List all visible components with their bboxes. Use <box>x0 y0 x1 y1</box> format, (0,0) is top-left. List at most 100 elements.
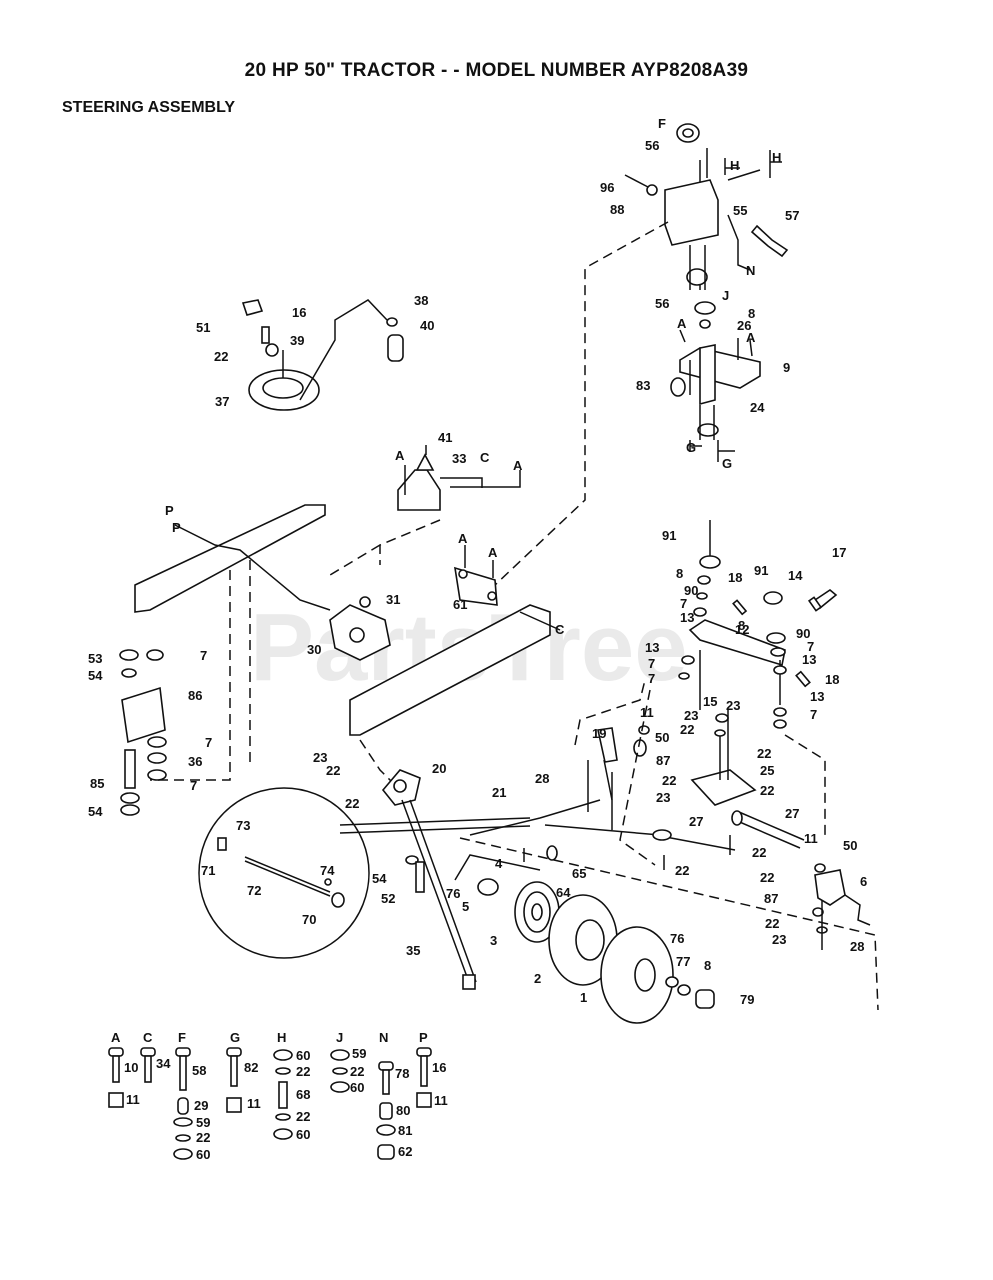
letter-J: J <box>722 288 729 303</box>
callout-79: 79 <box>740 992 754 1007</box>
legend-G-82: 82 <box>244 1060 258 1075</box>
right-linkage <box>678 520 838 840</box>
letter-A6: A <box>488 545 498 560</box>
callout-21: 21 <box>492 785 506 800</box>
callout-13d: 13 <box>810 689 824 704</box>
center-pivot <box>574 679 757 866</box>
callout-27a: 27 <box>785 806 799 821</box>
legend-J-60: 60 <box>350 1080 364 1095</box>
callout-23e: 23 <box>772 932 786 947</box>
callout-23b: 23 <box>684 708 698 723</box>
left-pivot <box>119 649 167 816</box>
legend-A-11: 11 <box>126 1092 140 1107</box>
spindle <box>459 837 879 1011</box>
letter-A1: A <box>677 316 687 331</box>
callout-91b: 91 <box>754 563 768 578</box>
legend-J-letter: J <box>336 1030 343 1045</box>
steering-shaft <box>339 769 661 990</box>
legend-H-22b: 22 <box>296 1109 310 1124</box>
legend-C-letter: C <box>143 1030 153 1045</box>
callout-52: 52 <box>381 891 395 906</box>
legend-J-22: 22 <box>350 1064 364 1079</box>
letter-G2: G <box>722 456 732 471</box>
callout-9: 9 <box>783 360 790 375</box>
callout-37: 37 <box>215 394 229 409</box>
callout-90a: 90 <box>684 583 698 598</box>
callout-8c: 8 <box>738 618 745 633</box>
legend-G-11: 11 <box>247 1096 261 1111</box>
legend-G-letter: G <box>230 1030 240 1045</box>
legend-C-34: 34 <box>156 1056 171 1071</box>
letter-A3: A <box>395 448 405 463</box>
callout-85: 85 <box>90 776 104 791</box>
callout-74: 74 <box>320 863 335 878</box>
letter-G1: G <box>686 440 696 455</box>
section-title: STEERING ASSEMBLY <box>62 99 236 116</box>
legend-A-letter: A <box>111 1030 121 1045</box>
callout-70: 70 <box>302 912 316 927</box>
callout-50a: 50 <box>655 730 669 745</box>
callout-35: 35 <box>406 943 420 958</box>
callout-55: 55 <box>733 203 747 218</box>
callout-22e: 22 <box>760 783 774 798</box>
letter-F: F <box>658 116 666 131</box>
callout-22h: 22 <box>675 863 689 878</box>
callout-31: 31 <box>386 592 400 607</box>
letter-P1: P <box>165 503 174 518</box>
legend-H-60a: 60 <box>296 1048 310 1063</box>
callout-57: 57 <box>785 208 799 223</box>
callout-3: 3 <box>490 933 497 948</box>
callout-20: 20 <box>432 761 446 776</box>
callout-54a: 54 <box>88 668 103 683</box>
letter-H2: H <box>772 150 781 165</box>
callout-72: 72 <box>247 883 261 898</box>
callout-73: 73 <box>236 818 250 833</box>
callout-7h: 7 <box>190 778 197 793</box>
legend-N-letter: N <box>379 1030 388 1045</box>
legend-F-letter: F <box>178 1030 186 1045</box>
callout-26: 26 <box>737 318 751 333</box>
callout-22i: 22 <box>752 845 766 860</box>
callout-56b: 56 <box>655 296 669 311</box>
callout-40: 40 <box>420 318 434 333</box>
callout-96: 96 <box>600 180 614 195</box>
frame-rails <box>134 504 561 801</box>
callout-22g: 22 <box>345 796 359 811</box>
letter-A5: A <box>458 531 468 546</box>
callout-17: 17 <box>832 545 846 560</box>
callout-28a: 28 <box>535 771 549 786</box>
callout-8d: 8 <box>704 958 711 973</box>
callout-54b: 54 <box>88 804 103 819</box>
callout-90b: 90 <box>796 626 810 641</box>
callout-87b: 87 <box>764 891 778 906</box>
callout-86: 86 <box>188 688 202 703</box>
callout-41: 41 <box>438 430 452 445</box>
callout-39: 39 <box>290 333 304 348</box>
callout-6: 6 <box>860 874 867 889</box>
callout-87a: 87 <box>656 753 670 768</box>
callout-14: 14 <box>788 568 803 583</box>
callout-7g: 7 <box>205 735 212 750</box>
legend-H-68: 68 <box>296 1087 310 1102</box>
callout-123: 23 <box>726 698 740 713</box>
letter-C2: C <box>555 622 565 637</box>
legend-H-letter: H <box>277 1030 286 1045</box>
callout-5: 5 <box>462 899 469 914</box>
legend-N-80: 80 <box>396 1103 410 1118</box>
callout-13c: 13 <box>802 652 816 667</box>
callout-18a: 18 <box>728 570 742 585</box>
legend-N-81: 81 <box>398 1123 412 1138</box>
letter-H1: H <box>730 158 739 173</box>
legend-F-58: 58 <box>192 1063 206 1078</box>
callout-30: 30 <box>307 642 321 657</box>
legend-H-60b: 60 <box>296 1127 310 1142</box>
callout-76a: 76 <box>446 886 460 901</box>
callout-7a: 7 <box>680 596 687 611</box>
legend-F-22: 22 <box>196 1130 210 1145</box>
callout-22c: 22 <box>757 746 771 761</box>
callout-2: 2 <box>534 971 541 986</box>
callout-22b: 22 <box>680 722 694 737</box>
legend-H-22a: 22 <box>296 1064 310 1079</box>
legend-J-59: 59 <box>352 1046 366 1061</box>
